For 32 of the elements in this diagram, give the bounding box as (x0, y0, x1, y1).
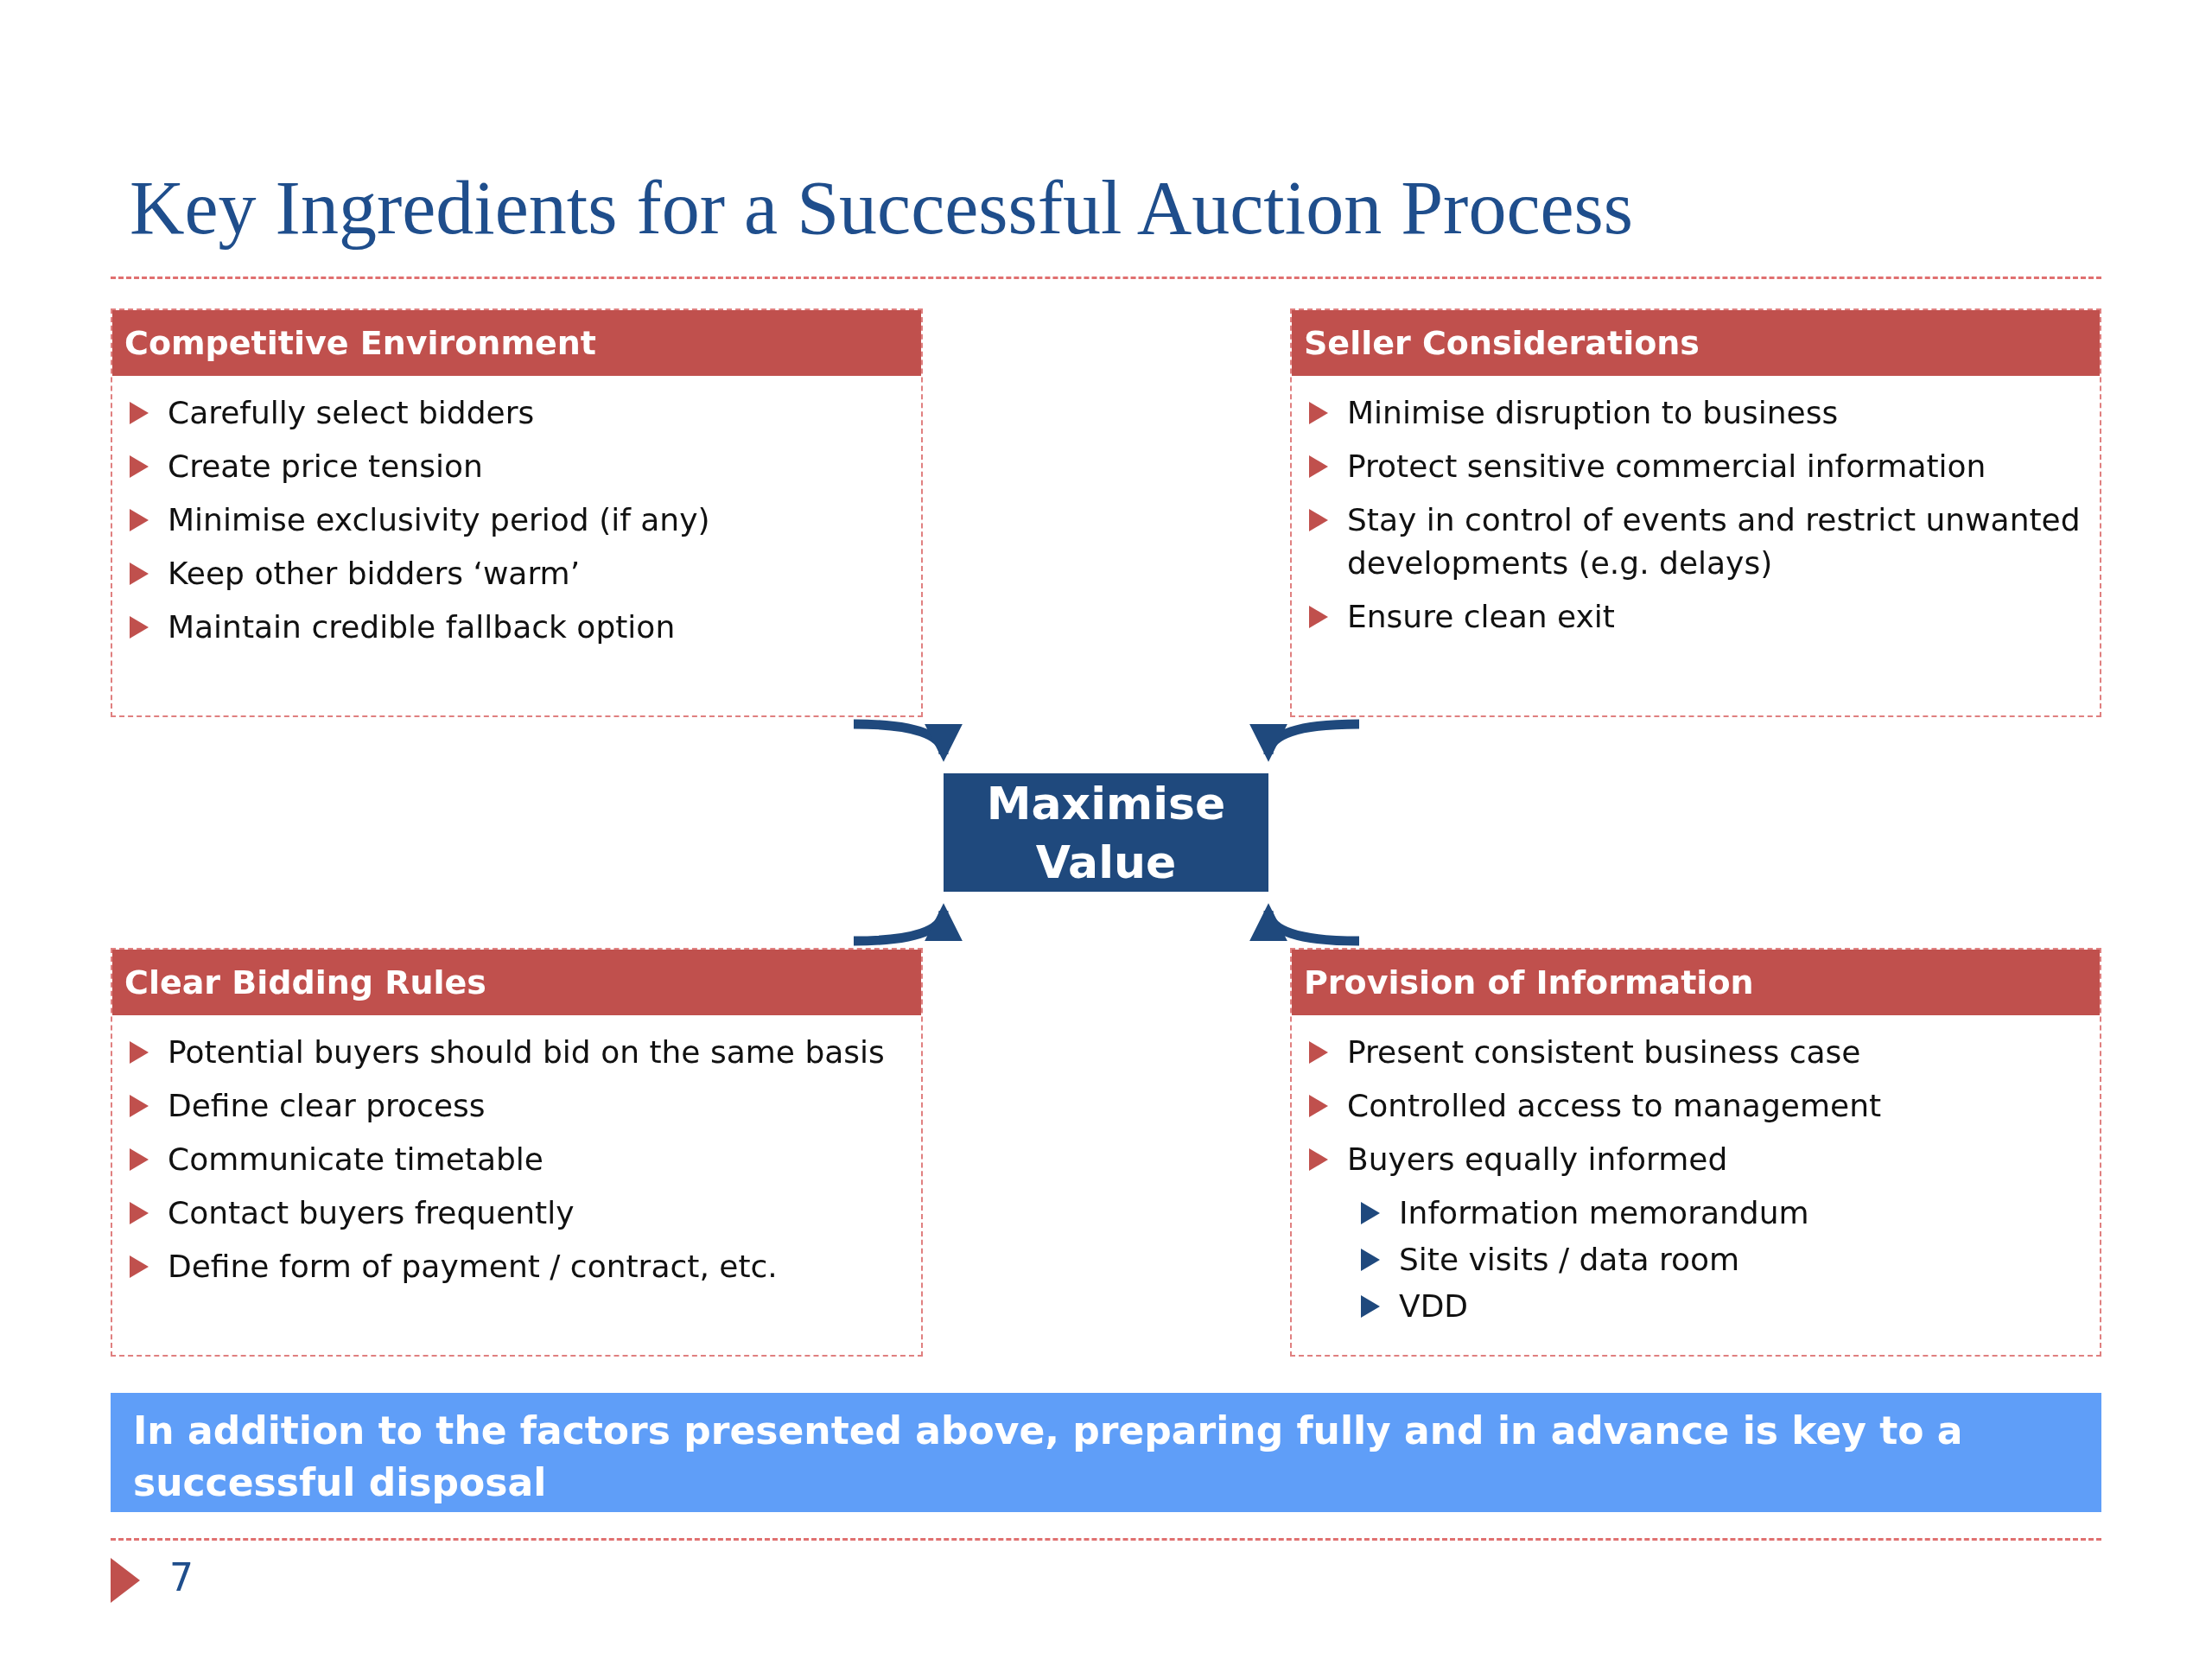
bullet-text: Create price tension (168, 448, 483, 486)
bullet-text: Stay in control of events and restrict unwanted developments (e.g. delays) (1347, 501, 2082, 582)
slide-title: Key Ingredients for a Successful Auction Process (130, 165, 1634, 251)
bullet-text: Minimise disruption to business (1347, 394, 1839, 432)
callout-banner: In addition to the factors presented above, preparing fully and in advance is key to a successful disposal (111, 1393, 2101, 1512)
panel-header: Seller Considerations (1292, 310, 2100, 376)
bullet-text: Protect sensitive commercial information (1347, 448, 1986, 486)
bullet-text: Communicate timetable (168, 1141, 543, 1179)
bullet-text: Site visits / data room (1399, 1241, 1740, 1279)
bullet-text: Potential buyers should bid on the same basis (168, 1033, 885, 1071)
bullet-text: Controlled access to management (1347, 1087, 1882, 1125)
bullet-text: Maintain credible fallback option (168, 608, 676, 646)
result-box: Maximise Value (944, 773, 1268, 892)
bullet-text: Contact buyers frequently (168, 1194, 575, 1232)
content-panel (111, 948, 923, 1357)
bullet-text: Ensure clean exit (1347, 598, 1615, 636)
bullet-text: Minimise exclusivity period (if any) (168, 501, 710, 539)
panel-header: Competitive Environment (112, 310, 921, 376)
bullet-text: Carefully select bidders (168, 394, 535, 432)
bullet-text: Define form of payment / contract, etc. (168, 1248, 778, 1286)
page-number: 7 (169, 1555, 194, 1599)
bullet-text: Information memorandum (1399, 1194, 1809, 1232)
bullet-text: Buyers equally informed (1347, 1141, 1728, 1179)
bullet-text: Define clear process (168, 1087, 486, 1125)
content-panel (1290, 948, 2101, 1357)
bullet-text: Keep other bidders ‘warm’ (168, 555, 581, 593)
bullet-text: VDD (1399, 1287, 1469, 1325)
content-panel (111, 308, 923, 717)
panel-header: Clear Bidding Rules (112, 950, 921, 1015)
content-panel (1290, 308, 2101, 717)
panel-header: Provision of Information (1292, 950, 2100, 1015)
bullet-text: Present consistent business case (1347, 1033, 1861, 1071)
